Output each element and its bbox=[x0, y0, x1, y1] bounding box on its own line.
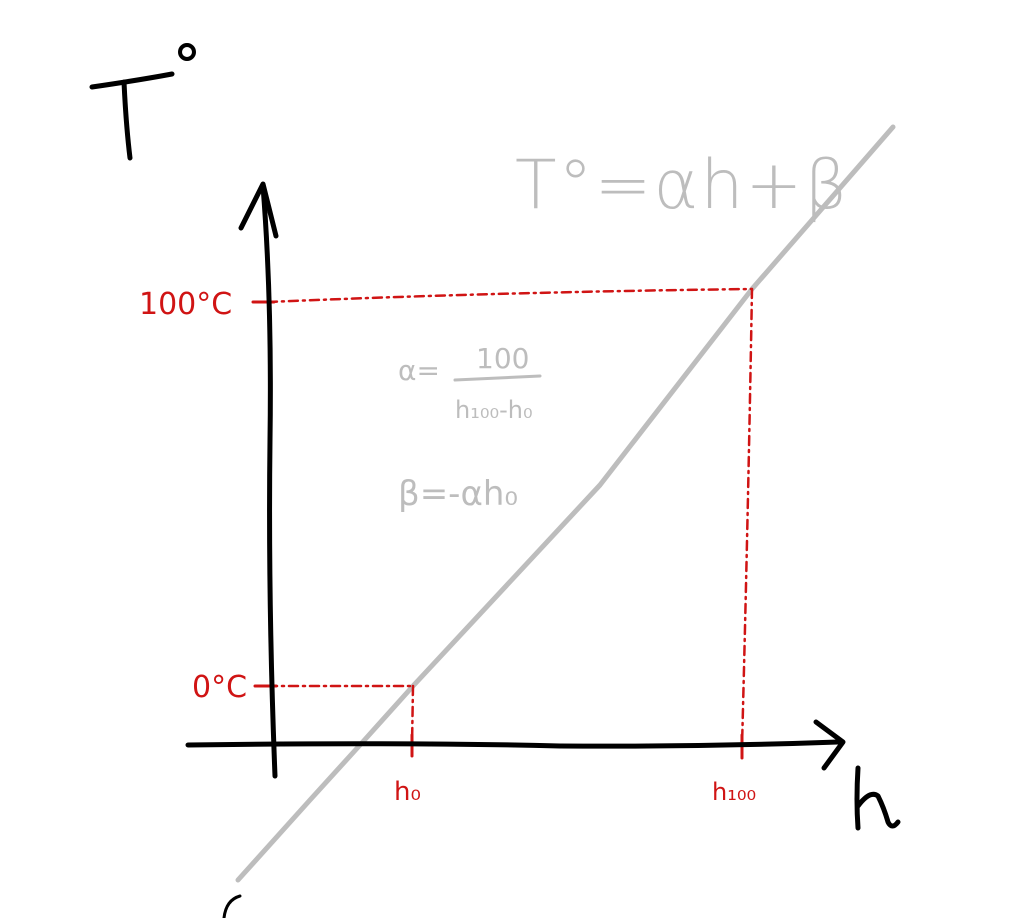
axes bbox=[185, 181, 846, 779]
guide-100c-horizontal bbox=[266, 287, 754, 304]
main-formula: T°=αh+β bbox=[515, 146, 850, 225]
bottom-stroke-fragment bbox=[222, 894, 242, 918]
marker-h100: h₁₀₀ bbox=[712, 778, 756, 806]
guide-h100-vertical bbox=[740, 287, 754, 748]
marker-h0: h₀ bbox=[394, 777, 421, 807]
alpha-numerator: 100 bbox=[476, 342, 529, 375]
x-axis-label: h bbox=[854, 765, 901, 831]
guide-lines bbox=[266, 287, 754, 748]
marker-100c: 100°C bbox=[139, 287, 232, 322]
x-axis bbox=[185, 739, 841, 749]
y-axis bbox=[260, 183, 278, 779]
y-axis-degree-glyph bbox=[178, 43, 196, 61]
alpha-fraction-bar bbox=[453, 374, 542, 382]
y-axis-arrowhead bbox=[238, 181, 279, 239]
marker-0c: 0°C bbox=[192, 670, 247, 705]
beta-formula: β=-αh₀ bbox=[398, 474, 518, 514]
alpha-denominator: h₁₀₀-h₀ bbox=[455, 396, 533, 424]
calibration-line bbox=[235, 124, 896, 883]
x-axis-label-glyph bbox=[854, 765, 901, 831]
alpha-lhs: α= bbox=[398, 354, 440, 387]
x-axis-arrowhead bbox=[813, 719, 846, 771]
alpha-formula: α= 100 h₁₀₀-h₀ bbox=[398, 342, 542, 424]
y-axis-label: T bbox=[89, 43, 196, 161]
y-axis-label-glyph bbox=[89, 71, 175, 161]
